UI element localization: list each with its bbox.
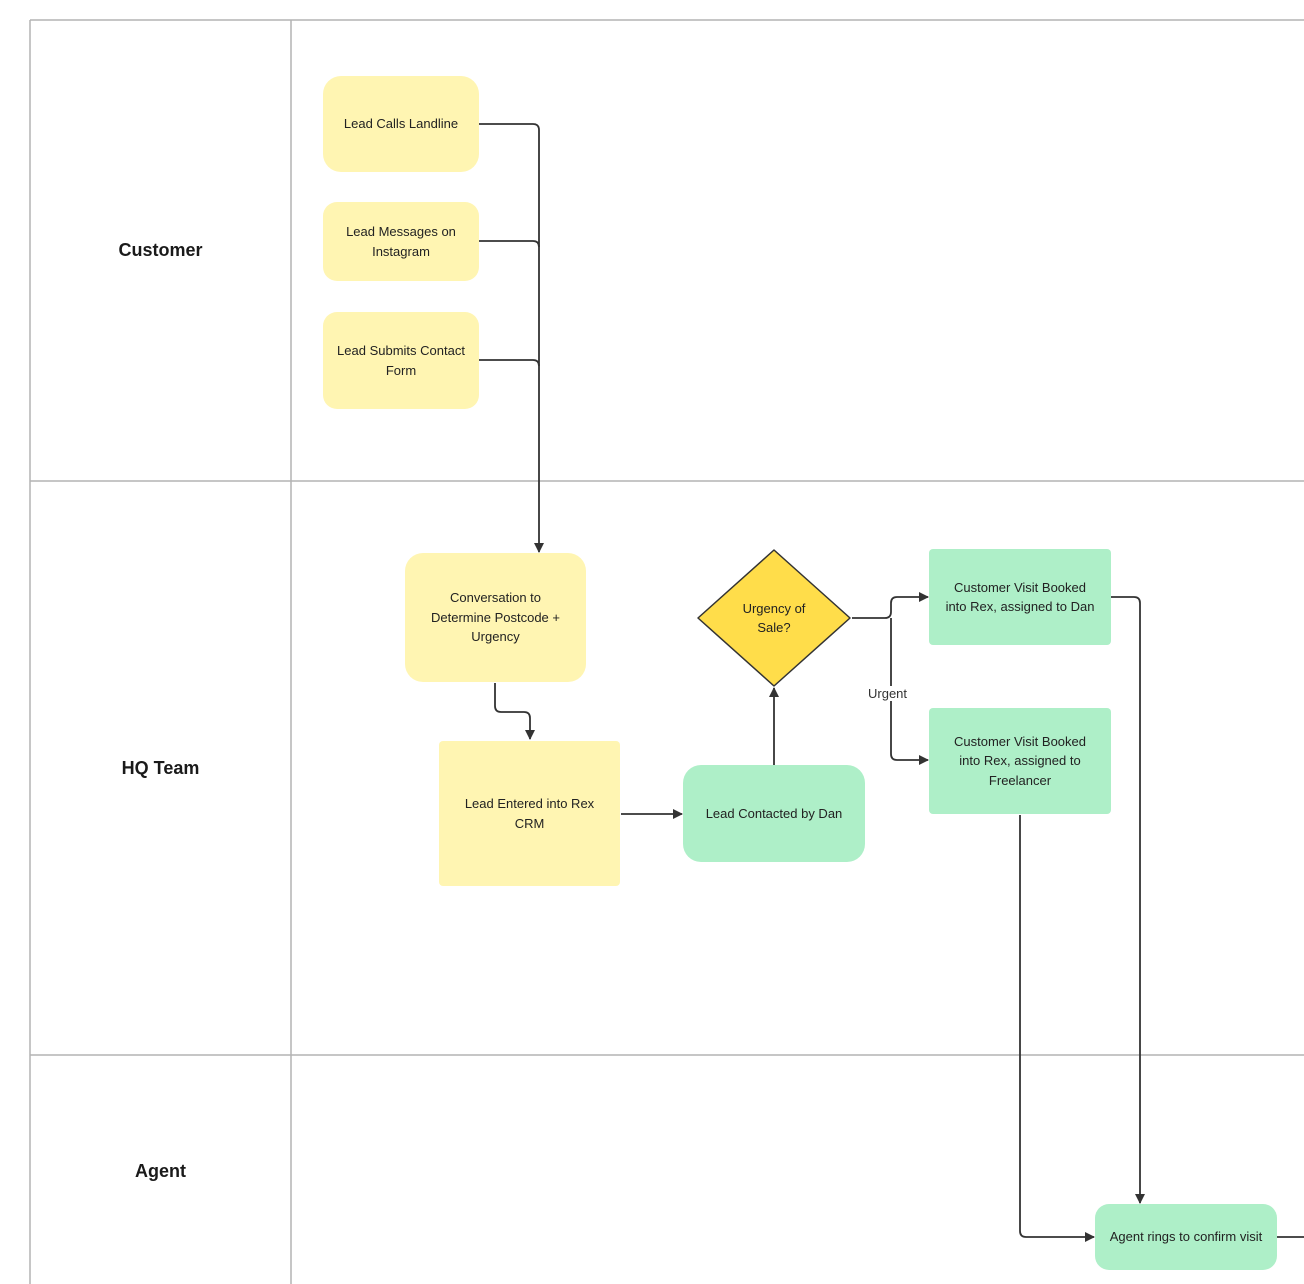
conversation-postcode-urgency-node[interactable]: Conversation to Determine Postcode + Urg… bbox=[405, 553, 586, 682]
lane-label-hq-team: HQ Team bbox=[121, 758, 200, 778]
lead-calls-landline-node[interactable]: Lead Calls Landline bbox=[323, 76, 479, 172]
urgency-decision-label: Urgency of Sale? bbox=[742, 600, 806, 636]
urgency-decision-diamond[interactable] bbox=[697, 549, 851, 687]
visit-booked-freelancer-node[interactable]: Customer Visit Booked into Rex, assigned… bbox=[929, 708, 1111, 814]
visit-booked-dan-node[interactable]: Customer Visit Booked into Rex, assigned… bbox=[929, 549, 1111, 645]
connector-dan-agent bbox=[1111, 596, 1145, 1204]
connector-submits bbox=[479, 359, 540, 367]
lane-grid bbox=[29, 19, 1304, 1284]
lead-contacted-by-dan-node[interactable]: Lead Contacted by Dan bbox=[683, 765, 865, 862]
lane-label-agent: Agent bbox=[135, 1161, 186, 1181]
connector-calls bbox=[479, 123, 544, 553]
agent-rings-confirm-node[interactable]: Agent rings to confirm visit bbox=[1095, 1204, 1277, 1270]
connector-messages bbox=[479, 240, 540, 248]
lane-label-customer: Customer bbox=[118, 240, 203, 260]
connector-decision-dan bbox=[852, 592, 929, 619]
urgent-edge-label: Urgent bbox=[866, 686, 910, 701]
lead-entered-rex-crm-node[interactable]: Lead Entered into Rex CRM bbox=[439, 741, 620, 886]
connector-decision-freelancer bbox=[890, 618, 929, 765]
connector-conversation-entered bbox=[494, 683, 535, 740]
connector-freelancer-agent bbox=[1019, 815, 1095, 1242]
lead-submits-contact-form-node[interactable]: Lead Submits Contact Form bbox=[323, 312, 479, 409]
lead-messages-instagram-node[interactable]: Lead Messages on Instagram bbox=[323, 202, 479, 281]
